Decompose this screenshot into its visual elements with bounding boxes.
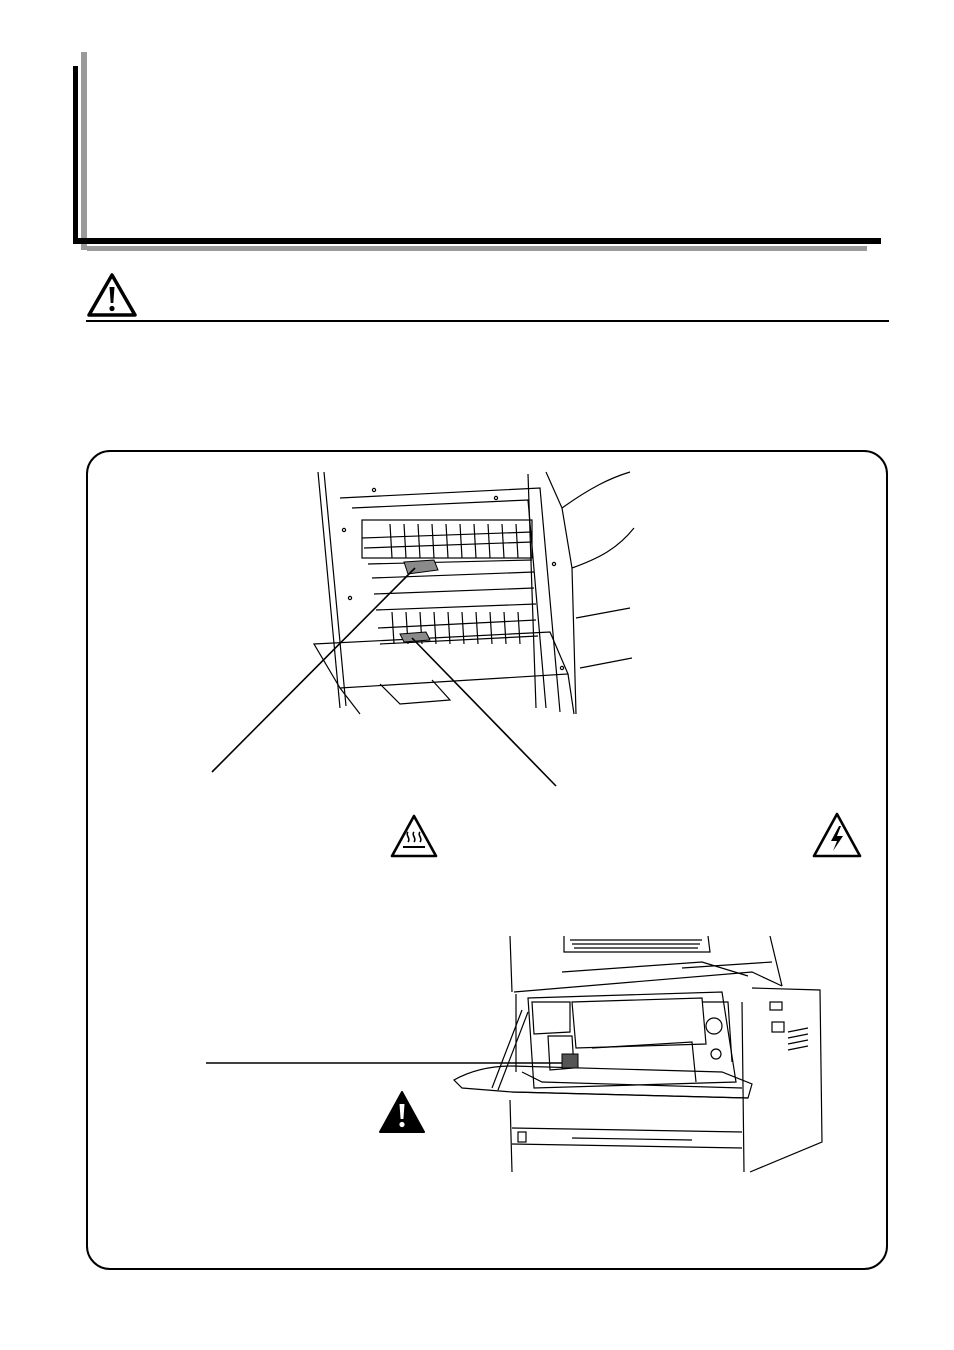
warning-triangle-icon	[87, 273, 137, 317]
labels-panel	[86, 450, 888, 1270]
caution-rule	[86, 320, 889, 322]
high-voltage-warning-icon	[812, 812, 862, 858]
caution-filled-triangle-icon	[379, 1091, 425, 1133]
header-rule	[73, 238, 881, 244]
fuser-unit-illustration	[312, 471, 635, 715]
header-rule-grey	[87, 246, 867, 251]
hot-surface-warning-icon	[390, 814, 438, 858]
front-cover-illustration	[453, 935, 823, 1173]
header-accent-bar	[73, 66, 78, 242]
header-accent-bar-grey	[81, 52, 87, 250]
